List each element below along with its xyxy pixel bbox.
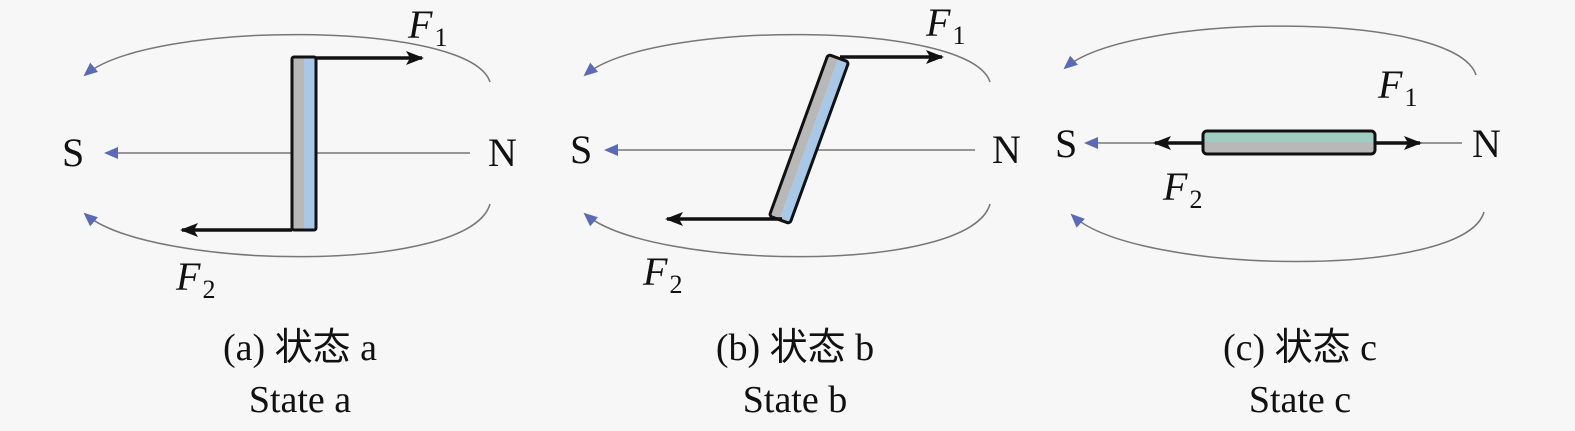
pole-n-label: N [488, 130, 517, 175]
coil-bar [1201, 129, 1377, 156]
coil-bar [768, 53, 850, 225]
field-line-bottom [1070, 211, 1485, 263]
pole-s-label: S [62, 130, 84, 175]
pole-s-label: S [1055, 121, 1077, 166]
panel-c: S N F1 F2 (c) 状态 c State c [1055, 25, 1501, 421]
caption-cn: (a) 状态 a [223, 327, 377, 369]
caption-en: State c [1249, 379, 1351, 421]
pole-s-label: S [570, 127, 592, 172]
panel-b: S N F1 F2 (b) 状态 b State b [570, 0, 1021, 421]
field-line-top [83, 33, 491, 83]
f2-label: F2 [175, 254, 215, 304]
f2-label: F2 [642, 249, 682, 299]
pole-n-label: N [1472, 121, 1501, 166]
field-line-top [1063, 25, 1477, 76]
field-line-bottom [583, 203, 991, 258]
f2-label: F2 [1162, 164, 1202, 214]
coil-bar [290, 55, 318, 232]
panel-a: S N F1 F2 (a) 状态 a State a [62, 2, 517, 421]
field-line-bottom [83, 203, 491, 258]
caption-cn: (b) 状态 b [716, 327, 874, 369]
caption-cn: (c) 状态 c [1223, 327, 1377, 369]
pole-n-label: N [992, 127, 1021, 172]
f1-label: F1 [407, 2, 447, 52]
f1-label: F1 [1377, 62, 1417, 112]
f1-label: F1 [925, 0, 965, 50]
field-line-top [583, 33, 991, 83]
caption-en: State b [743, 379, 847, 421]
caption-en: State a [249, 379, 351, 421]
